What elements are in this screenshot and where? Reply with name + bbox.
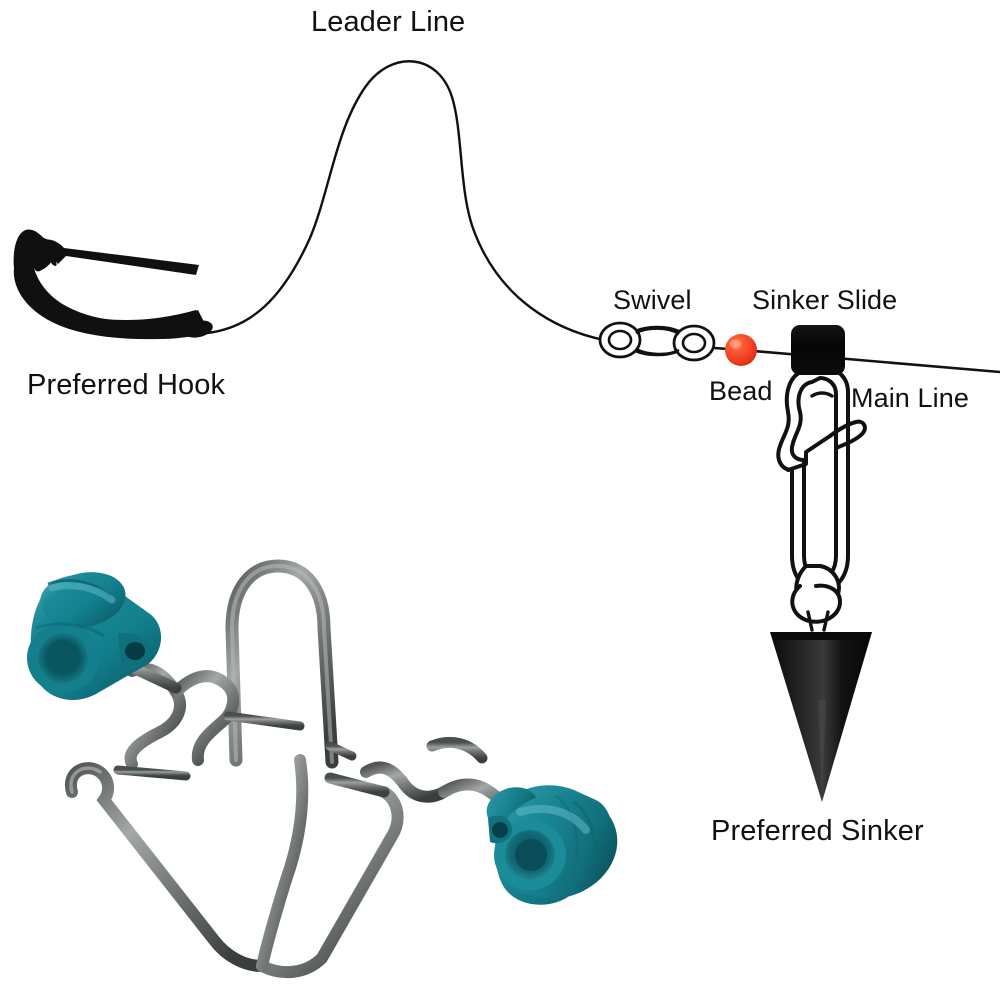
label-preferred-sinker: Preferred Sinker xyxy=(711,815,924,847)
product-photo-sinker-slides xyxy=(27,559,618,979)
label-bead: Bead xyxy=(709,376,773,406)
sinker-slide-icon xyxy=(776,325,867,632)
photo-slide-barrel-left xyxy=(27,572,162,700)
label-main-line: Main Line xyxy=(851,383,969,413)
label-leader-line: Leader Line xyxy=(311,6,466,38)
label-swivel: Swivel xyxy=(613,285,692,315)
preferred-sinker-icon xyxy=(770,632,872,802)
swivel-icon xyxy=(598,321,716,362)
bead-icon xyxy=(725,334,757,366)
preferred-hook-icon xyxy=(13,229,213,340)
label-preferred-hook: Preferred Hook xyxy=(27,369,226,401)
photo-slide-barrel-right xyxy=(486,785,618,905)
label-sinker-slide: Sinker Slide xyxy=(752,285,898,315)
leader-line xyxy=(205,60,606,342)
